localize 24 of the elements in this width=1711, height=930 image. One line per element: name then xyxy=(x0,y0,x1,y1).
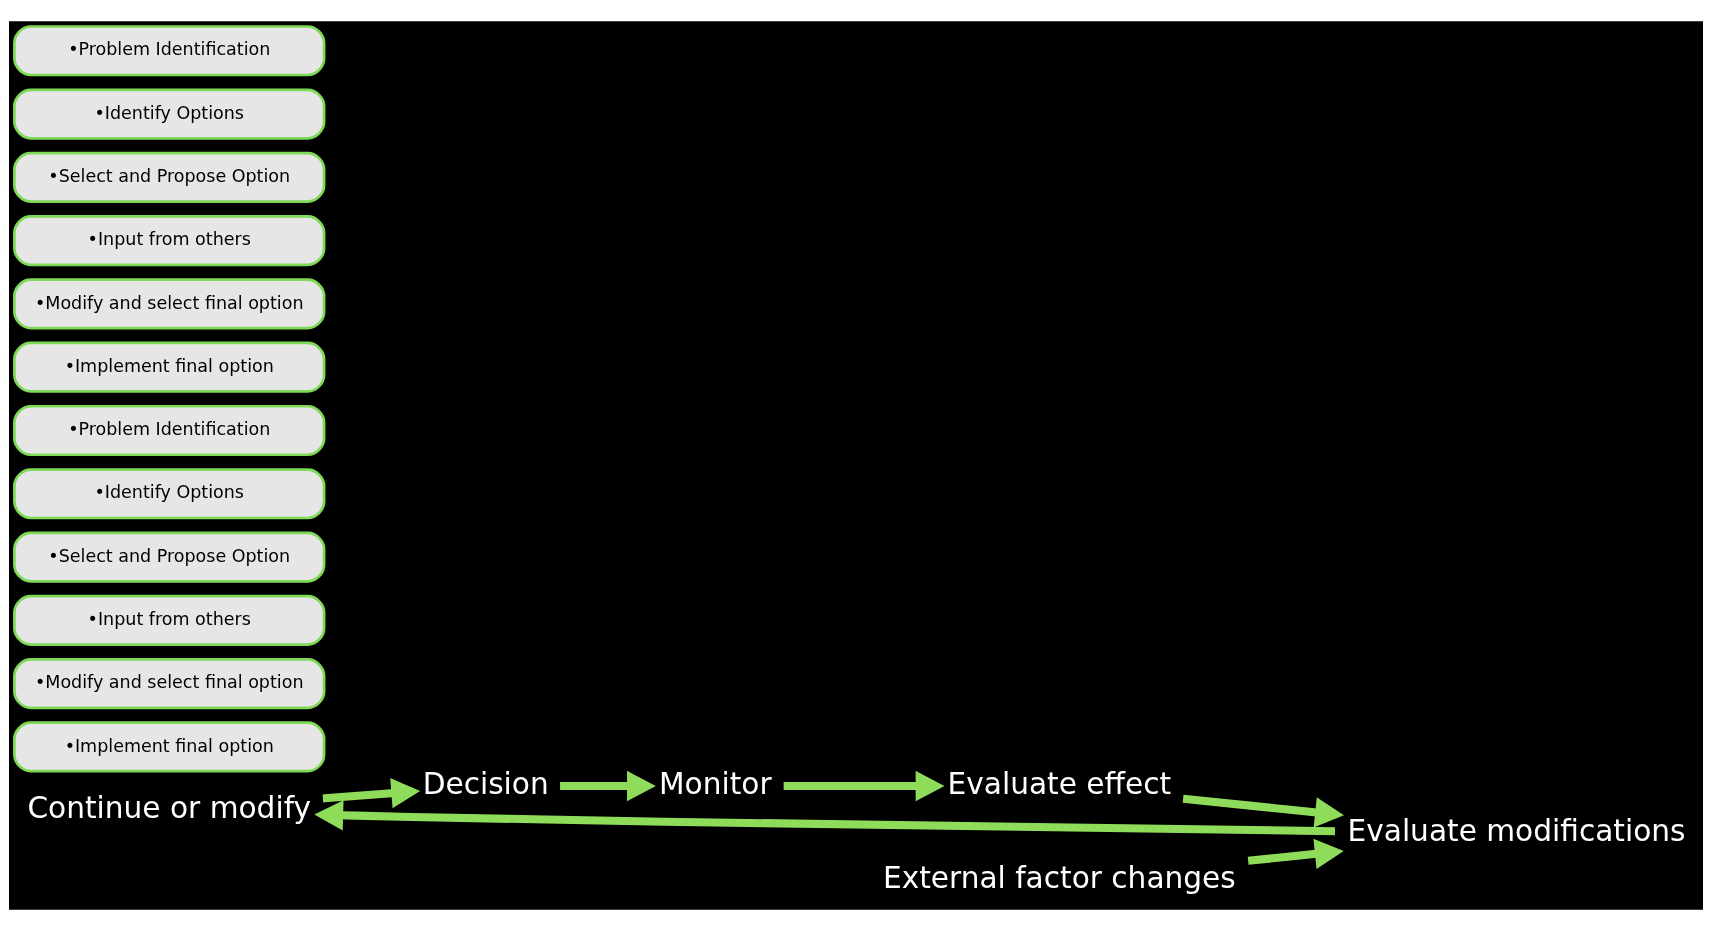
node-box: •Problem Identification xyxy=(12,404,325,456)
arrow xyxy=(1247,838,1344,869)
arrow xyxy=(783,770,945,801)
node-text: External factor changes xyxy=(882,860,1236,895)
node-box: •Identify Options xyxy=(12,467,325,519)
arrow xyxy=(322,777,420,808)
node-box: •Select and Propose Option xyxy=(12,151,325,203)
node-text: Decision xyxy=(422,766,549,801)
node-box: •Problem Identification xyxy=(12,24,325,76)
node-box: •Select and Propose Option xyxy=(12,531,325,583)
arrow xyxy=(1182,794,1344,827)
node-box: •Modify and select final option xyxy=(12,277,325,329)
node-box: •Implement final option xyxy=(12,720,325,772)
node-text: Evaluate modifications xyxy=(1347,813,1685,848)
node-box: •Modify and select final option xyxy=(12,657,325,709)
arrow xyxy=(559,770,656,801)
node-box: •Implement final option xyxy=(12,341,325,393)
node-box: •Identify Options xyxy=(12,87,325,140)
node-box: •Input from others xyxy=(12,594,325,646)
node-text: Evaluate effect xyxy=(947,766,1171,801)
arrow xyxy=(313,799,1335,835)
node-text: Monitor xyxy=(658,766,772,801)
node-box: •Input from others xyxy=(12,214,325,266)
node-text: Continue or modify xyxy=(26,790,311,825)
